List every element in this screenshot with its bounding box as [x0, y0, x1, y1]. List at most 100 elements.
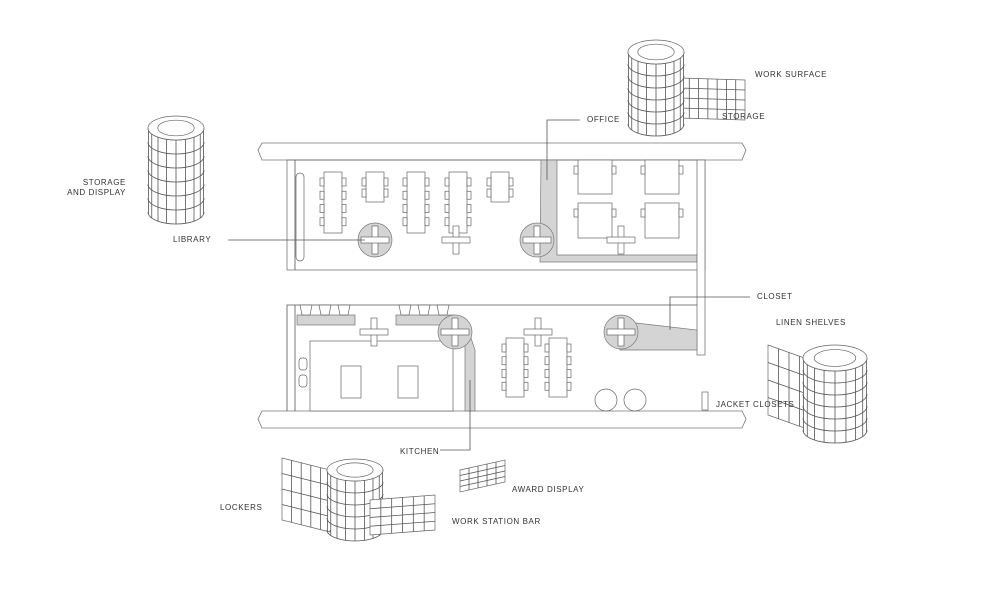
label-lockers: LOCKERS [220, 503, 263, 512]
shelf-line [281, 504, 331, 517]
shelf-line [459, 465, 506, 476]
chair [566, 381, 572, 391]
table [490, 171, 510, 203]
cup [436, 304, 450, 316]
chair [678, 165, 684, 175]
library-shelf [295, 172, 305, 262]
label-storage-and-display: STORAGE AND DISPLAY [60, 178, 126, 198]
lockers-bar-left [281, 457, 331, 533]
chair [508, 177, 514, 187]
table [548, 337, 568, 398]
linen-shelves-module [802, 344, 868, 444]
label-jacket-closets: JACKET CLOSETS [716, 400, 795, 409]
shelf-line [369, 503, 436, 510]
cylinder-inner [336, 462, 374, 478]
table-with-chairs [402, 171, 430, 234]
chair [444, 177, 450, 187]
stool [359, 328, 389, 336]
stool-cluster [523, 317, 553, 347]
chair [501, 369, 507, 378]
upper-room [286, 159, 706, 271]
table-with-chairs [361, 171, 389, 203]
label-work-surface: WORK SURFACE [755, 70, 828, 79]
table-with-chairs [640, 202, 684, 239]
chair [523, 356, 529, 366]
label-line: AND DISPLAY [67, 188, 126, 197]
chair [466, 204, 472, 213]
cup [318, 304, 332, 316]
chair [361, 177, 367, 187]
label-office: OFFICE [587, 115, 620, 124]
stool [606, 328, 636, 336]
chair [523, 369, 529, 378]
chair [523, 381, 529, 391]
label-work-station-bar: WORK STATION BAR [452, 517, 541, 526]
shelf-line [281, 488, 331, 502]
shelf-line [369, 520, 436, 527]
shelf-line [281, 473, 331, 486]
chair [486, 188, 492, 198]
chair [424, 190, 430, 200]
chair [319, 177, 325, 187]
chair [466, 217, 472, 227]
storage-module [627, 39, 685, 137]
chair [444, 217, 450, 227]
furniture-modules [147, 39, 868, 542]
chair [319, 217, 325, 227]
label-closet: CLOSET [757, 292, 793, 301]
chair [466, 190, 472, 200]
table [365, 171, 385, 203]
chair [640, 165, 646, 175]
chair [640, 208, 646, 218]
table-with-chairs [573, 159, 617, 195]
linen-shelves-bar [767, 344, 811, 431]
chair [444, 204, 450, 213]
table-with-chairs [319, 171, 347, 234]
stool [360, 236, 390, 244]
label-line: STORAGE [82, 178, 126, 187]
chair [501, 356, 507, 366]
stool [522, 236, 552, 244]
chair [402, 177, 408, 187]
work-station-bar [369, 494, 436, 536]
table [644, 202, 680, 239]
storage-and-display-module [147, 115, 205, 225]
chair [623, 388, 647, 412]
chair [466, 177, 472, 187]
chair [678, 208, 684, 218]
round-unit [603, 314, 639, 350]
label-award-display: AWARD DISPLAY [512, 485, 585, 494]
chair [486, 177, 492, 187]
chair [402, 217, 408, 227]
chair [544, 343, 550, 353]
chair [383, 188, 389, 198]
chair [523, 343, 529, 353]
table-with-chairs [486, 171, 514, 203]
chair [341, 217, 347, 227]
chair [402, 190, 408, 200]
chair [508, 188, 514, 198]
chair [594, 388, 618, 412]
label-storage: STORAGE [722, 112, 766, 121]
chair [444, 190, 450, 200]
table [448, 171, 468, 234]
chair [319, 204, 325, 213]
shelf-line [459, 470, 506, 482]
top-wall [257, 142, 747, 161]
chair [402, 204, 408, 213]
chair [383, 177, 389, 187]
cylinder-inner [637, 43, 675, 61]
chair [544, 369, 550, 378]
chair [341, 190, 347, 200]
chair [566, 343, 572, 353]
award-display-module [459, 459, 506, 493]
chair [544, 381, 550, 391]
cylinder-inner [813, 349, 857, 367]
chair [424, 204, 430, 213]
table [505, 337, 525, 398]
table-with-chairs [544, 337, 572, 398]
stool-cluster [441, 225, 471, 255]
chair [501, 381, 507, 391]
stool [523, 328, 553, 336]
